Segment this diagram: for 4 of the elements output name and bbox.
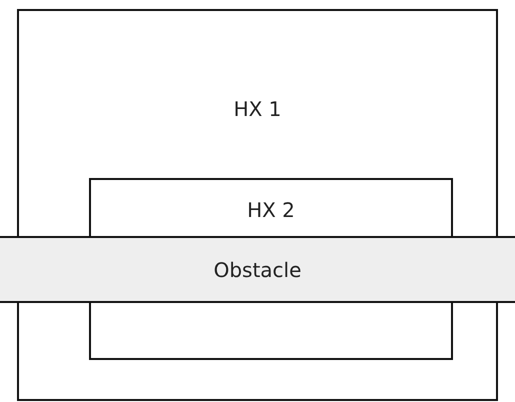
node-label: HX 1 xyxy=(232,97,282,121)
node-label: Obstacle xyxy=(212,258,302,282)
node-label: HX 2 xyxy=(246,198,296,222)
obstacle-band xyxy=(0,236,515,303)
